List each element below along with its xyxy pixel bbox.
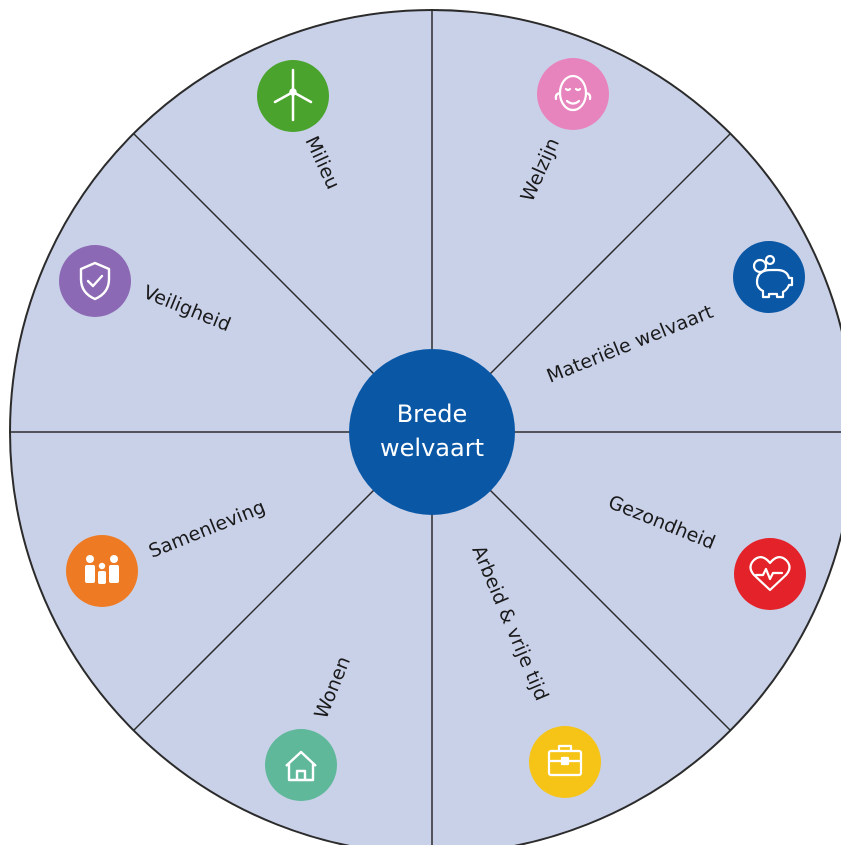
shield-check-icon bbox=[59, 245, 131, 317]
house-icon bbox=[265, 729, 337, 801]
heart-pulse-glyph bbox=[749, 556, 791, 592]
house-glyph bbox=[285, 750, 317, 782]
people-glyph bbox=[85, 555, 119, 584]
shield-check-glyph bbox=[79, 261, 111, 301]
face-icon bbox=[537, 58, 609, 130]
piggy-bank-glyph bbox=[752, 254, 794, 299]
piggy-bank-icon bbox=[733, 241, 805, 313]
wind-turbine-glyph bbox=[273, 68, 313, 122]
center-hub: Brede welvaart bbox=[349, 349, 515, 515]
face-glyph bbox=[554, 74, 592, 112]
center-title-line2: welvaart bbox=[380, 434, 484, 462]
briefcase-glyph bbox=[547, 744, 583, 777]
center-title-line1: Brede bbox=[397, 400, 468, 428]
heart-pulse-icon bbox=[734, 538, 806, 610]
